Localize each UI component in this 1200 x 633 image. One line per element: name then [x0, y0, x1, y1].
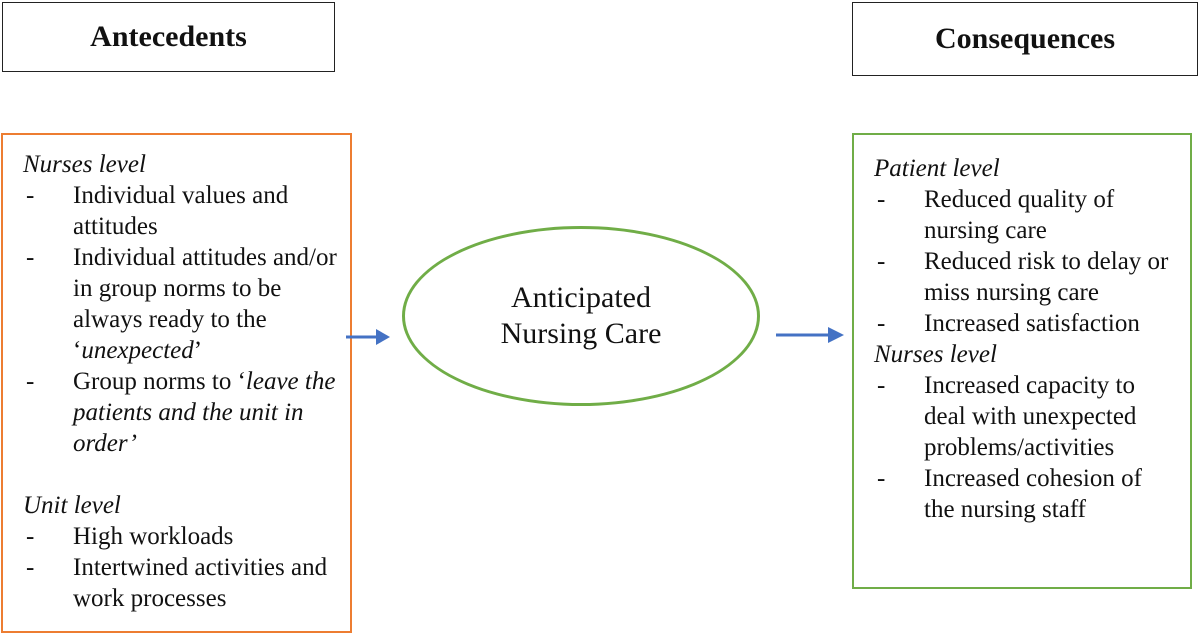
list-item: Increased satisfaction [874, 308, 1170, 339]
list-item-emphasis: unexpected [81, 337, 194, 364]
list-item-text: Increased capacity to deal with unexpect… [924, 372, 1137, 461]
center-label-line1: Anticipated [511, 281, 651, 314]
list-item-text: Group norms to [73, 368, 238, 395]
nurses-level-title: Nurses level [23, 151, 146, 178]
quote-close: ’ [128, 430, 137, 457]
list-item: Individual attitudes and/or in group nor… [23, 242, 340, 366]
list-item: Intertwined activities and work processe… [23, 552, 340, 614]
quote-close: ’ [193, 337, 203, 364]
patient-level-list: Reduced quality of nursing care Reduced … [874, 184, 1170, 339]
antecedents-header: Antecedents [2, 2, 335, 72]
quote-open: ‘ [237, 368, 246, 395]
patient-level-title: Patient level [874, 155, 1000, 182]
list-item-text: Reduced quality of nursing care [924, 186, 1115, 244]
list-item: Reduced risk to delay or miss nursing ca… [874, 246, 1170, 308]
antecedents-header-label: Antecedents [90, 20, 247, 53]
list-item-text: Individual attitudes and/or in group nor… [73, 244, 337, 333]
consequences-header-label: Consequences [934, 22, 1115, 55]
list-item: Individual values and attitudes [23, 180, 340, 242]
list-item-text: Reduced risk to delay or miss nursing ca… [924, 248, 1169, 306]
anticipated-nursing-care-node: Anticipated Nursing Care [402, 226, 760, 406]
center-label-line2: Nursing Care [500, 317, 662, 350]
nurses-level-list: Individual values and attitudes Individu… [23, 180, 340, 459]
list-item-text: Intertwined activities and work processe… [73, 554, 328, 612]
list-item-text: Individual values and attitudes [73, 182, 289, 240]
consequences-panel: Patient level Reduced quality of nursing… [852, 133, 1192, 589]
unit-level-list: High workloads Intertwined activities an… [23, 521, 340, 614]
nurses-level-title: Nurses level [874, 341, 997, 368]
quote-open: ‘ [73, 337, 82, 364]
list-item-text: Increased cohesion of the nursing staff [924, 465, 1142, 523]
list-item-emphasis: leave the patients and the unit in order [73, 368, 336, 457]
list-item: Reduced quality of nursing care [874, 184, 1170, 246]
list-item: Increased capacity to deal with unexpect… [874, 370, 1170, 463]
antecedents-panel: Nurses level Individual values and attit… [1, 133, 352, 633]
list-item: Increased cohesion of the nursing staff [874, 463, 1170, 525]
consequences-header: Consequences [852, 2, 1198, 76]
list-item-text: High workloads [73, 523, 234, 550]
right-arrow-icon [776, 327, 844, 343]
spacer [23, 459, 340, 490]
list-item: Group norms to ‘leave the patients and t… [23, 366, 340, 459]
list-item: High workloads [23, 521, 340, 552]
unit-level-title: Unit level [23, 492, 121, 519]
consequences-nurses-level-list: Increased capacity to deal with unexpect… [874, 370, 1170, 525]
right-arrow-icon [346, 329, 390, 345]
list-item-text: Increased satisfaction [924, 310, 1140, 337]
